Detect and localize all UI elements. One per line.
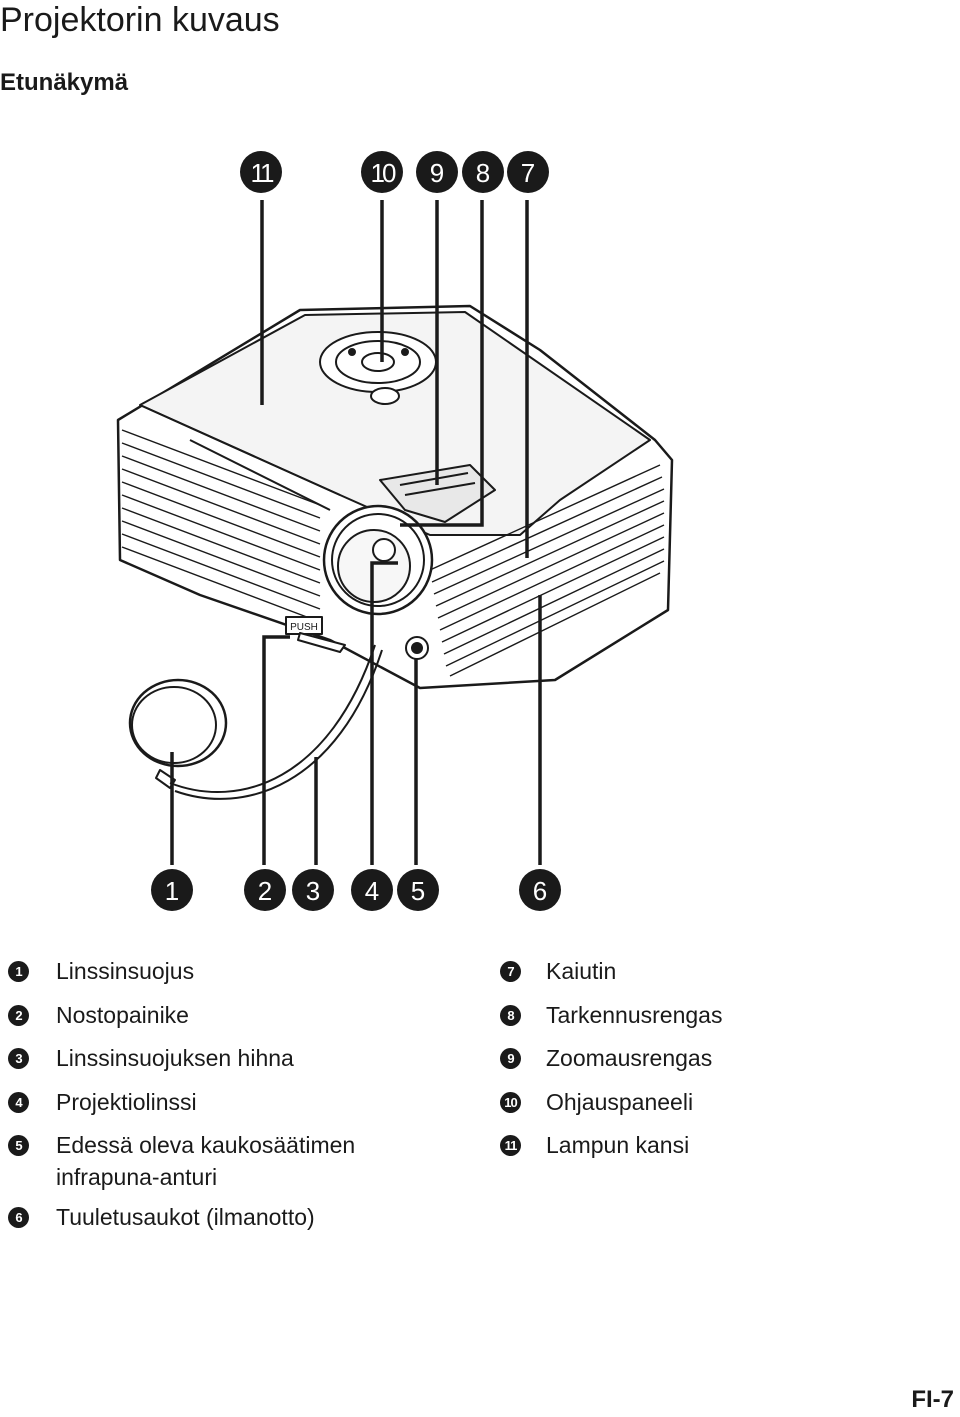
legend-item: 6 Tuuletusaukot (ilmanotto) [8,1201,468,1245]
legend-right-column: 7 Kaiutin 8 Tarkennusrengas 9 Zoomausren… [500,955,940,1173]
legend-number-badge: 3 [8,1048,29,1069]
left-vents [121,429,321,623]
svg-text:3: 3 [306,876,320,906]
legend-number-badge: 5 [8,1135,29,1156]
legend-label: Ohjauspaneeli [546,1088,694,1115]
svg-text:5: 5 [411,876,425,906]
legend-label: Linssinsuojus [56,958,195,984]
callout-7: 7 [507,151,549,193]
svg-text:4: 4 [365,876,379,906]
legend-item: 8 Tarkennusrengas [500,999,940,1043]
legend-label: Kaiutin [546,958,617,984]
legend-number-badge: 2 [8,1004,29,1026]
legend-item: 5 Edessä oleva kaukosäätimen infrapuna-a… [8,1129,468,1201]
legend-label: Linssinsuojuksen hihna [56,1045,294,1071]
legend-label: Lampun kansi [546,1132,690,1158]
push-label: PUSH [290,622,318,633]
callout-11: 11 [240,151,282,193]
right-vents [429,464,665,677]
lens-cap-strap [169,644,376,794]
legend-number-badge: 8 [500,1004,521,1026]
callout-2: 2 [244,869,286,911]
svg-text:9: 9 [430,158,444,188]
section-subtitle: Etunäkymä [0,69,129,96]
legend-left-column: 1 Linssinsuojus 2 Nostopainike 3 Linssin… [8,955,468,1245]
svg-text:10: 10 [371,158,396,188]
legend-item: 9 Zoomausrengas [500,1042,940,1086]
callout-8: 8 [462,151,504,193]
lens-cap [128,678,228,789]
callout-6: 6 [519,869,561,911]
svg-text:6: 6 [533,876,547,906]
page-title: Projektorin kuvaus [0,1,280,39]
control-panel [319,331,437,405]
legend-number-badge: 4 [8,1091,29,1113]
lamp-cover-seam [139,404,341,496]
legend-label: Zoomausrengas [546,1045,713,1071]
legend-item: 2 Nostopainike [8,999,468,1043]
legend-item: 4 Projektiolinssi [8,1086,468,1130]
legend-number-badge: 1 [8,961,29,982]
callout-10: 10 [361,151,403,193]
legend-item: 7 Kaiutin [500,955,940,999]
leader-2 [262,635,290,865]
leader-8 [400,200,484,527]
legend-label: Tuuletusaukot (ilmanotto) [56,1204,315,1230]
svg-text:2: 2 [258,876,272,906]
legend-number-badge: 9 [500,1048,521,1069]
callout-9: 9 [416,151,458,193]
legend-item: 11 Lampun kansi [500,1129,940,1173]
legend-item: 3 Linssinsuojuksen hihna [8,1042,468,1086]
zoom-focus-slot [379,464,496,523]
legend-label: Projektiolinssi [56,1088,197,1115]
legend-number-badge: 7 [500,961,521,982]
callout-1: 1 [151,869,193,911]
legend-number-badge: 10 [500,1091,521,1113]
svg-text:7: 7 [521,158,535,188]
legend-number-badge: 6 [8,1207,29,1228]
svg-text:8: 8 [476,158,490,188]
callout-5: 5 [397,869,439,911]
legend-label: Nostopainike [56,1001,189,1028]
callout-3: 3 [292,869,334,911]
legend-item: 10 Ohjauspaneeli [500,1086,940,1130]
projection-lens [322,504,434,616]
legend-item: 1 Linssinsuojus [8,955,468,999]
legend-label: Edessä oleva kaukosäätimen infrapuna-ant… [56,1132,356,1190]
svg-text:11: 11 [251,158,275,188]
legend-label: Tarkennusrengas [546,1001,723,1028]
svg-text:1: 1 [165,876,179,906]
leader-4 [370,561,398,865]
callout-4: 4 [351,869,393,911]
legend-number-badge: 11 [500,1135,521,1156]
projector-front-view-diagram: PUSH 11 10 [116,151,674,911]
page-number: FI-7 [911,1386,954,1413]
